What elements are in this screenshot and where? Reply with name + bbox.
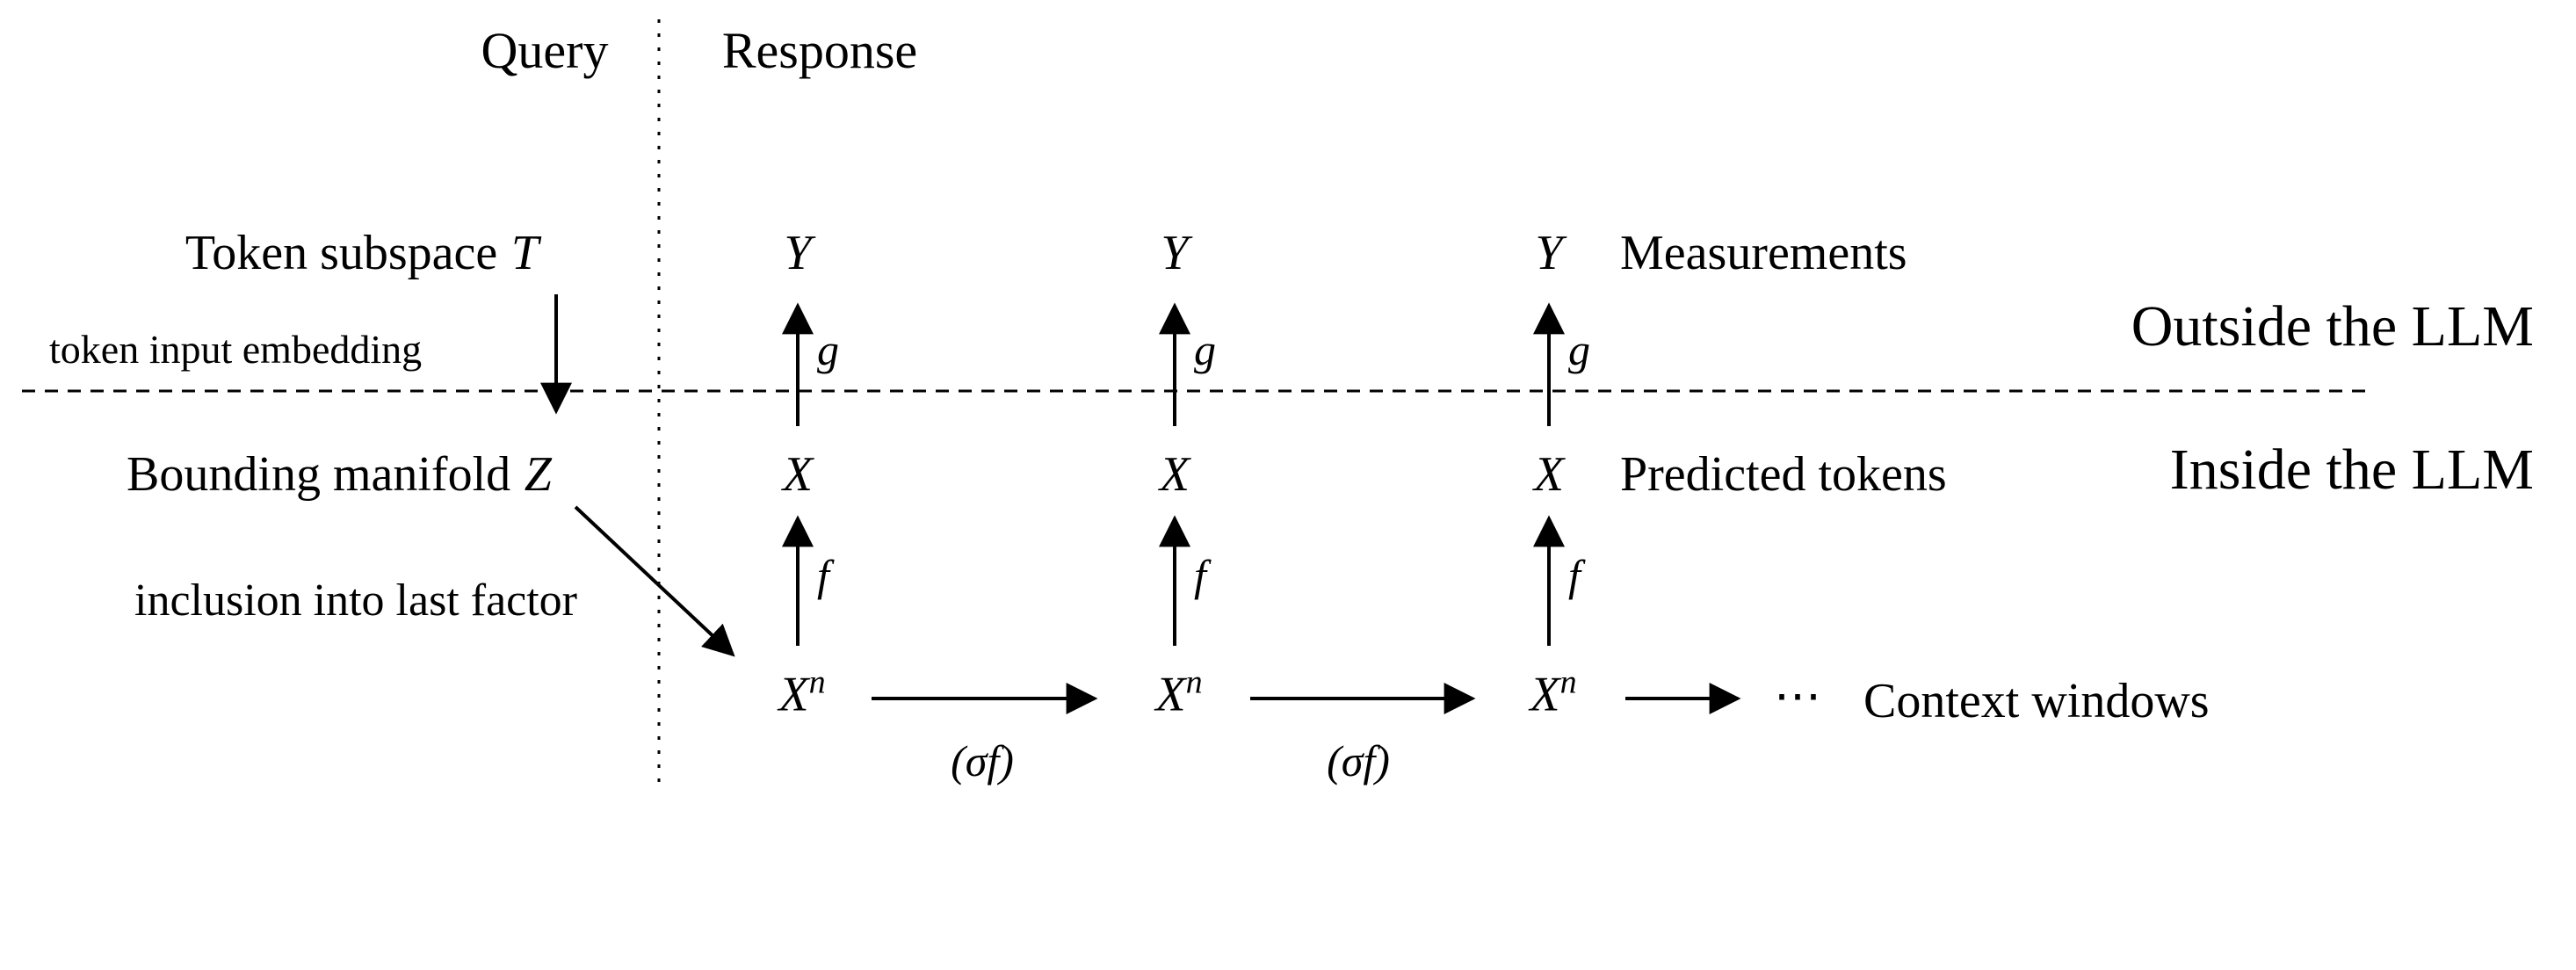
context-window-node-2: Xn [1155,663,1203,722]
context-window-node-1: Xn [778,663,826,722]
f-map-label-2: f [1194,551,1206,600]
g-map-label-1: g [817,325,839,374]
sigma-f-label-1: (σf) [951,736,1014,785]
f-map-label-1: f [817,551,829,600]
response-header: Response [721,22,918,79]
ellipsis: ⋯ [1774,670,1821,722]
context-window-node-3: Xn [1530,663,1577,722]
measurement-node-2: Y [1161,226,1189,280]
measurement-node-1: Y [784,226,812,280]
inside-llm-label: Inside the LLM [2169,438,2534,502]
outside-llm-label: Outside the LLM [2131,294,2534,358]
query-header: Query [481,22,609,79]
f-map-label-3: f [1568,551,1581,600]
predicted-token-node-1: X [782,447,814,502]
measurements-row-label: Measurements [1620,226,1907,280]
token-subspace-var: T [510,226,539,280]
inclusion-arrow [574,505,735,657]
token-embedding-arrow-label: token input embedding [49,327,423,372]
predicted-token-node-2: X [1159,447,1190,502]
predicted-tokens-row-label: Predicted tokens [1620,447,1947,502]
context-windows-row-label: Context windows [1863,674,2210,728]
inclusion-arrow-label: inclusion into last factor [134,575,578,626]
bounding-manifold-var: Z [524,447,552,502]
g-map-label-2: g [1194,325,1216,374]
measurement-node-3: Y [1535,226,1563,280]
sigma-f-label-2: (σf) [1327,736,1390,785]
g-map-label-3: g [1568,325,1590,374]
predicted-token-node-3: X [1533,447,1565,502]
